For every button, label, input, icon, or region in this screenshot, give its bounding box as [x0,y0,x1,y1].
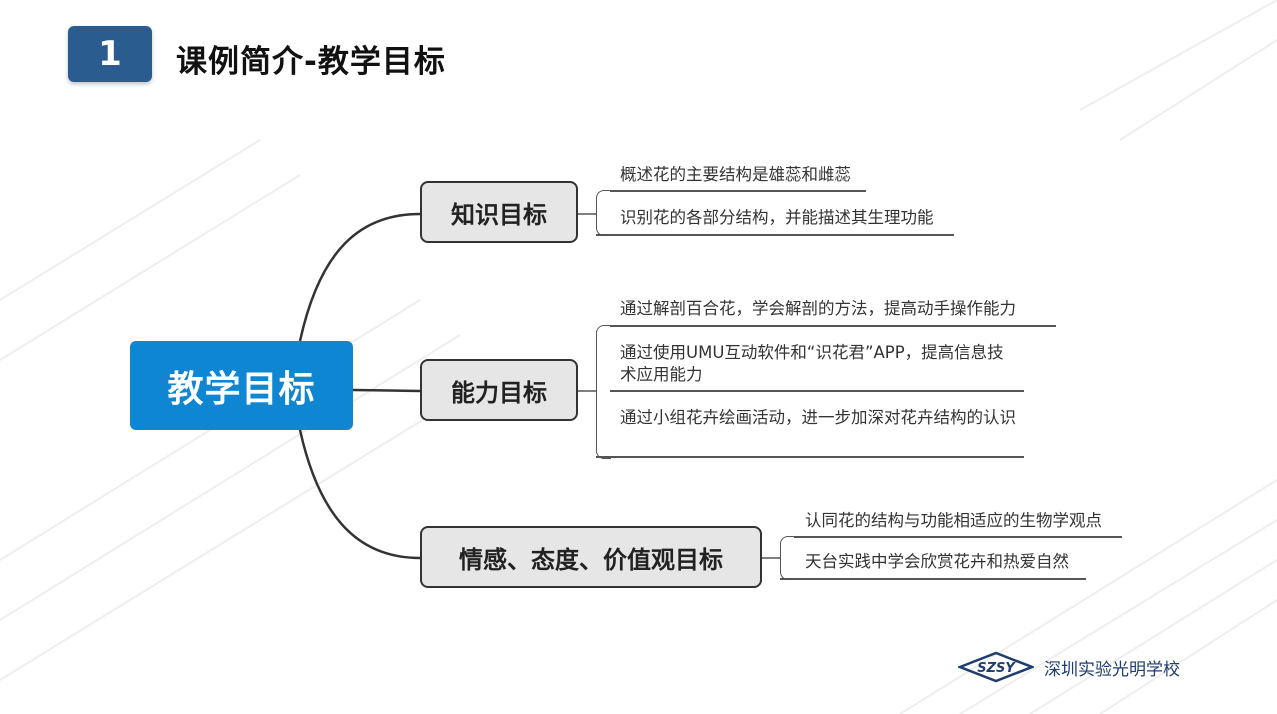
bracket [596,325,611,459]
leaf-underline [794,536,1122,538]
leaf-underline [780,578,1086,580]
leaf-item: 通过使用UMU互动软件和“识花君”APP，提高信息技术应用能力 [620,343,1004,384]
school-emblem-icon: SZSY [958,651,1034,683]
leaf-underline [596,234,954,236]
svg-text:SZSY: SZSY [977,661,1016,676]
leaf-item: 通过小组花卉绘画活动，进一步加深对花卉结构的认识 [620,408,1016,427]
root-node: 教学目标 [130,341,353,430]
leaf-underline [610,325,1056,327]
page-title: 课例简介-教学目标 [176,44,446,80]
branch-knowledge: 知识目标 [420,181,578,243]
leaf-item: 概述花的主要结构是雄蕊和雌蕊 [620,165,851,184]
leaf-item: 认同花的结构与功能相适应的生物学观点 [805,511,1102,530]
leaf-underline [596,456,1024,458]
school-logo: SZSY 深圳实验光明学校 [958,650,1180,684]
leaf-item: 通过解剖百合花，学会解剖的方法，提高动手操作能力 [620,299,1016,318]
leaf-underline [610,190,866,192]
leaf-item: 识别花的各部分结构，并能描述其生理功能 [620,208,934,227]
leaf-item: 天台实践中学会欣赏花卉和热爱自然 [805,552,1069,571]
section-number-badge: 1 [68,26,152,82]
school-name: 深圳实验光明学校 [1044,659,1180,680]
leaf-underline [610,390,1024,392]
bracket [780,536,795,580]
bracket [596,190,611,236]
branch-emotion-attitude-values: 情感、态度、价值观目标 [420,526,762,588]
branch-ability: 能力目标 [420,359,578,421]
